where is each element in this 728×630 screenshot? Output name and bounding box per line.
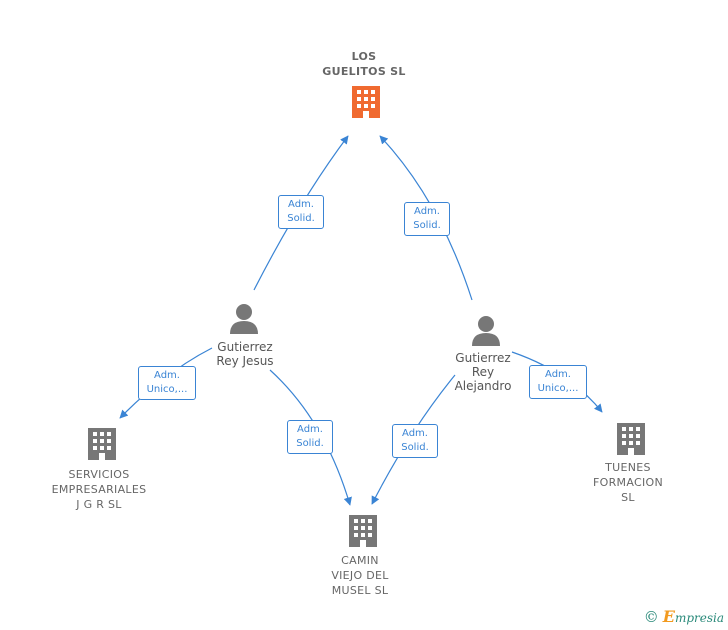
edge-label: Adm. Solid.: [404, 202, 450, 236]
node-label: SERVICIOS EMPRESARIALES J G R SL: [51, 468, 147, 511]
person-icon: [230, 304, 258, 334]
node-gutierrez-rey-jesus[interactable]: Gutierrez Rey Jesus: [190, 340, 300, 368]
building-icon: [349, 515, 377, 547]
brand-initial: E: [662, 607, 675, 626]
node-label: TUENES FORMACION SL: [593, 461, 663, 504]
edge-label: Adm. Solid.: [287, 420, 333, 454]
node-label: CAMIN VIEJO DEL MUSEL SL: [331, 554, 389, 597]
node-gutierrez-rey-alejandro[interactable]: Gutierrez Rey Alejandro: [428, 351, 538, 393]
node-label: Gutierrez Rey Alejandro: [454, 351, 512, 393]
building-icon: [88, 428, 116, 460]
copyright-icon: ©: [643, 608, 659, 626]
node-los-guelitos[interactable]: LOS GUELITOS SL: [304, 49, 424, 79]
building-icon: [352, 86, 380, 118]
building-icon: [617, 423, 645, 455]
edge-label: Adm. Unico,...: [529, 365, 587, 399]
edge-label: Adm. Unico,...: [138, 366, 196, 400]
edge-label: Adm. Solid.: [278, 195, 324, 229]
brand-name: mpresia: [674, 611, 724, 625]
node-camin-viejo-del-musel[interactable]: CAMIN VIEJO DEL MUSEL SL: [305, 553, 415, 598]
brand-logo: ©Empresia: [644, 607, 724, 626]
person-icon: [472, 316, 500, 346]
node-tuenes-formacion[interactable]: TUENES FORMACION SL: [573, 460, 683, 505]
node-label: LOS GUELITOS SL: [322, 50, 406, 78]
edge-label: Adm. Solid.: [392, 424, 438, 458]
node-servicios-empresariales[interactable]: SERVICIOS EMPRESARIALES J G R SL: [34, 467, 164, 512]
node-label: Gutierrez Rey Jesus: [216, 340, 274, 368]
